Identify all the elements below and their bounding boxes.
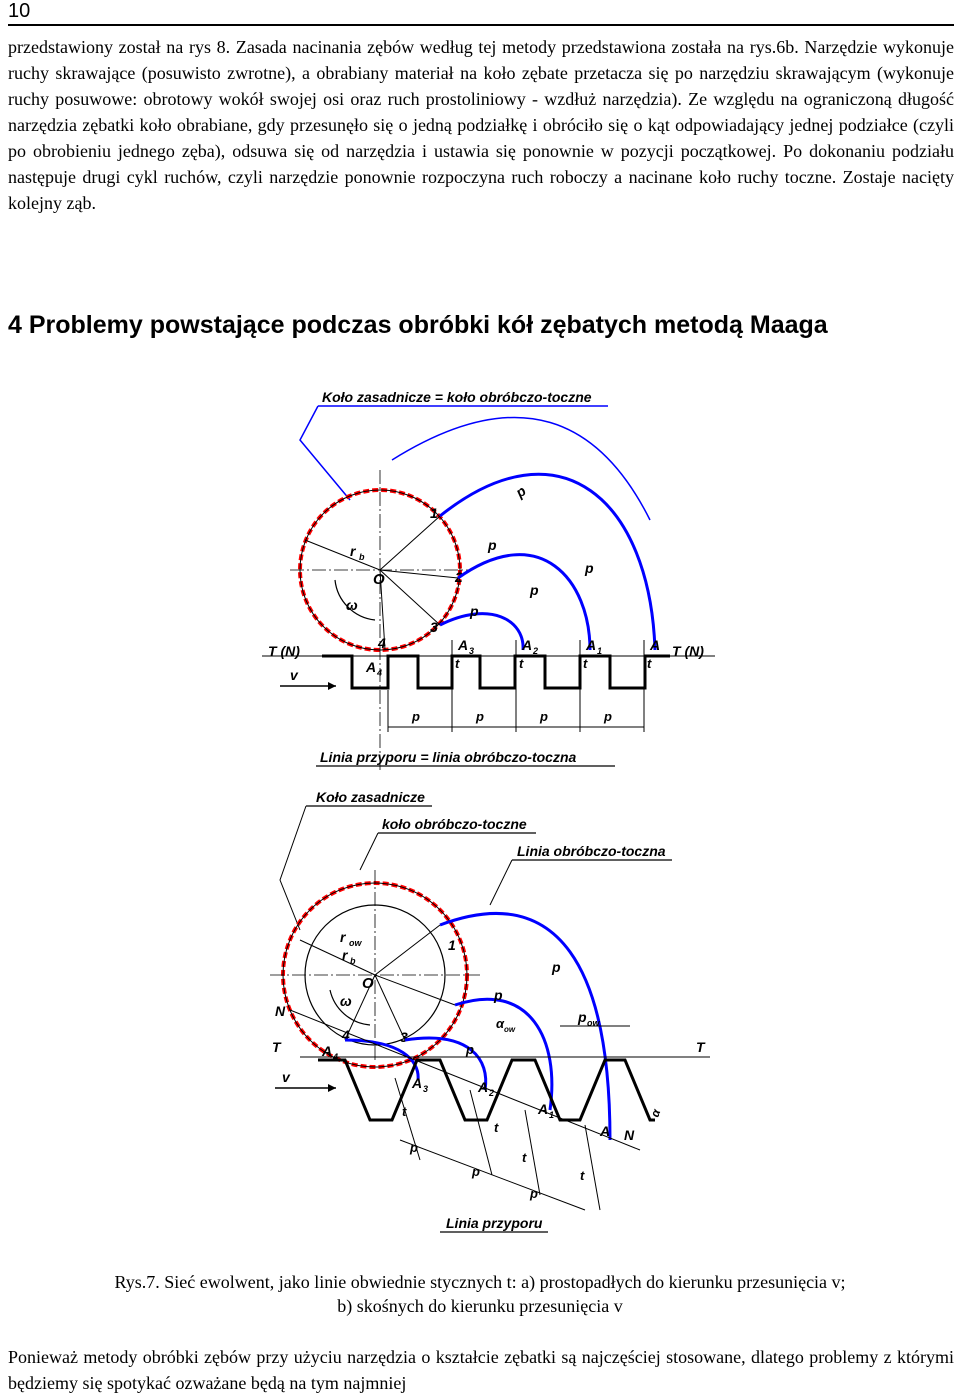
svg-text:p: p (551, 959, 561, 975)
svg-text:t: t (522, 1150, 527, 1165)
svg-text:A: A (477, 1079, 488, 1095)
fig-a-v: v (290, 667, 299, 683)
svg-text:A: A (365, 659, 376, 675)
fig-b-N-right: N (624, 1127, 635, 1143)
fig-b-bottom-label: Linia przyporu (446, 1215, 543, 1231)
fig-b-center-O: O (362, 975, 374, 992)
fig-b-label-2: koło obróbczo-toczne (382, 816, 527, 832)
svg-text:b: b (350, 956, 356, 966)
svg-text:p: p (411, 709, 420, 724)
svg-text:p: p (471, 1164, 480, 1179)
svg-text:p: p (493, 987, 503, 1003)
header-rule (8, 24, 954, 26)
svg-text:4: 4 (332, 1052, 338, 1062)
svg-text:t: t (580, 1168, 585, 1183)
fig-a-T-right: T (N) (672, 643, 704, 659)
svg-text:A: A (521, 637, 532, 653)
fig-b-N-left: N (275, 1003, 286, 1019)
fig-b-label-3: Linia obróbczo-toczna (517, 843, 666, 859)
fig-a-T-left: T (N) (268, 643, 300, 659)
fig-b-T-right: T (696, 1039, 706, 1055)
svg-text:p: p (603, 709, 612, 724)
svg-text:A: A (649, 637, 660, 653)
svg-text:3: 3 (423, 1084, 428, 1094)
svg-text:4: 4 (341, 1027, 350, 1043)
fig-b-alpha: α (496, 1016, 505, 1031)
svg-text:p: p (529, 1186, 538, 1201)
body-paragraph-2: Ponieważ metody obróbki zębów przy użyci… (8, 1347, 954, 1393)
fig-b-rw: r (340, 929, 347, 945)
fig-b-omega: ω (340, 993, 352, 1009)
svg-text:A: A (411, 1075, 422, 1091)
page-number: 10 (8, 0, 31, 22)
fig-a-point-3: 3 (430, 619, 438, 635)
svg-text:A: A (457, 637, 468, 653)
svg-text:A: A (537, 1101, 548, 1117)
fig-b-alpha-sub: ow (504, 1025, 516, 1034)
svg-text:2: 2 (488, 1088, 494, 1098)
svg-text:p: p (465, 1042, 474, 1057)
svg-text:p: p (529, 582, 539, 598)
figure-b: Koło zasadnicze koło obróbczo-toczne Lin… (270, 789, 710, 1233)
fig-b-t: t (402, 1104, 407, 1119)
svg-text:p: p (512, 482, 529, 501)
svg-text:p: p (469, 603, 479, 619)
figure-caption: Rys.7. Sieć ewolwent, jako linie obwiedn… (0, 1270, 960, 1318)
fig-a-top-label: Koło zasadnicze = koło obróbczo-toczne (322, 389, 592, 405)
svg-text:p: p (584, 560, 594, 576)
svg-text:A: A (599, 1123, 610, 1139)
fig-b-v: v (282, 1069, 291, 1085)
fig-a-omega: ω (346, 597, 358, 613)
fig-b-pow-sub: ow (587, 1018, 600, 1028)
fig-a-point-4: 4 (377, 635, 386, 651)
svg-text:A: A (585, 637, 596, 653)
fig-a-rb: r (350, 543, 357, 559)
section-heading: 4 Problemy powstające podczas obróbki kó… (8, 311, 828, 339)
svg-text:p: p (475, 709, 484, 724)
fig-b-label-1: Koło zasadnicze (316, 789, 425, 805)
svg-text:t: t (519, 656, 524, 671)
svg-text:A: A (321, 1043, 332, 1059)
svg-text:1: 1 (448, 937, 456, 953)
fig-a-rb-sub: b (359, 552, 365, 562)
svg-text:1: 1 (549, 1110, 554, 1120)
svg-text:t: t (647, 656, 652, 671)
svg-text:4: 4 (376, 668, 382, 678)
fig-a-bottom-label: Linia przyporu = linia obróbczo-toczna (320, 749, 577, 765)
fig-b-rw-sub: ow (349, 938, 362, 948)
svg-text:t: t (455, 656, 460, 671)
fig-a-point-1: 1 (430, 505, 438, 521)
svg-text:t: t (494, 1120, 499, 1135)
svg-text:p: p (487, 537, 497, 553)
caption-line-1: Rys.7. Sieć ewolwent, jako linie obwiedn… (114, 1272, 846, 1292)
svg-text:3: 3 (400, 1029, 408, 1045)
figure-a: Koło zasadnicze = koło obróbczo-toczne O… (262, 389, 715, 770)
fig-b-pow: p (577, 1009, 587, 1025)
svg-text:3: 3 (469, 646, 474, 656)
svg-text:r: r (342, 947, 349, 963)
svg-text:p: p (539, 709, 548, 724)
body-paragraph-1: przedstawiony został na rys 8. Zasada na… (8, 37, 954, 213)
caption-line-2: b) skośnych do kierunku przesunięcia v (337, 1296, 623, 1316)
svg-text:p: p (409, 1140, 418, 1155)
svg-text:t: t (583, 656, 588, 671)
fig-a-center-O: O (373, 571, 385, 588)
svg-text:2: 2 (532, 646, 538, 656)
svg-text:1: 1 (597, 646, 602, 656)
fig-b-T-left: T (272, 1039, 282, 1055)
